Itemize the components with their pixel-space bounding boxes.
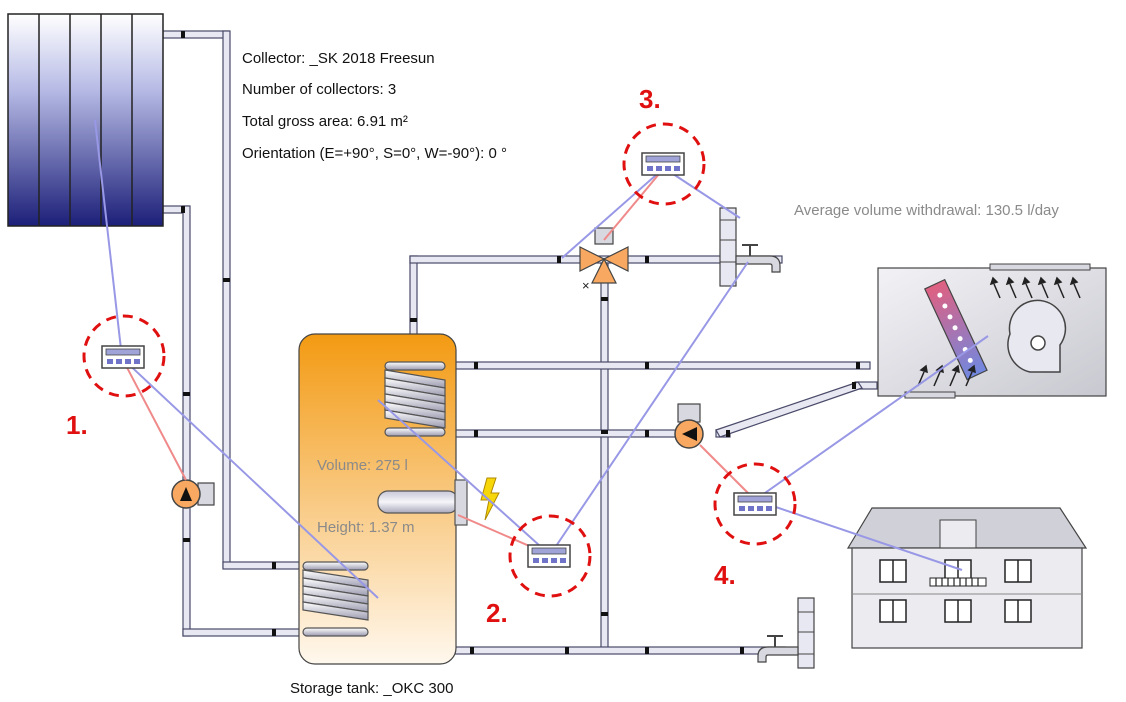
controller-4[interactable] (713, 462, 797, 546)
upper-heat-exchanger-coil (384, 361, 446, 437)
controller-2[interactable] (508, 514, 592, 598)
upper-tap (719, 207, 781, 287)
marker-1: 1. (66, 410, 88, 440)
controller-3[interactable] (622, 122, 706, 206)
tank-height: Height: 1.37 m (317, 519, 415, 536)
tank-caption: Storage tank: _OKC 300 (290, 680, 454, 697)
heating-coil-panel (924, 278, 988, 381)
lower-tap (757, 597, 815, 669)
mixing-valve: × (579, 227, 629, 293)
solar-collector (7, 13, 164, 227)
collector-area: Total gross area: 6.91 m² (242, 113, 408, 130)
lower-heat-exchanger-coil (302, 561, 369, 637)
collector-count: Number of collectors: 3 (242, 81, 397, 98)
marker-2: 2. (486, 598, 508, 628)
pipe-joints (181, 31, 860, 654)
collector-orientation: Orientation (E=+90°, S=0°, W=-90°): 0 ° (242, 145, 507, 162)
air-handling-unit (877, 263, 1107, 399)
control-signal-lines-blue (94, 119, 989, 599)
electric-heater (377, 477, 500, 526)
marker-4: 4. (714, 560, 736, 590)
solar-loop-pump (171, 479, 215, 509)
volume-withdrawal: Average volume withdrawal: 130.5 l/day (794, 202, 1059, 219)
svg-text:×: × (582, 278, 590, 293)
heating-loop-pump (674, 403, 704, 449)
hvac-return-pipe (715, 381, 863, 438)
marker-3: 3. (639, 84, 661, 114)
collector-name: Collector: _SK 2018 Freesun (242, 50, 435, 67)
house (846, 507, 1088, 649)
controller-1[interactable] (82, 314, 166, 398)
tank-volume: Volume: 275 l (317, 457, 408, 474)
